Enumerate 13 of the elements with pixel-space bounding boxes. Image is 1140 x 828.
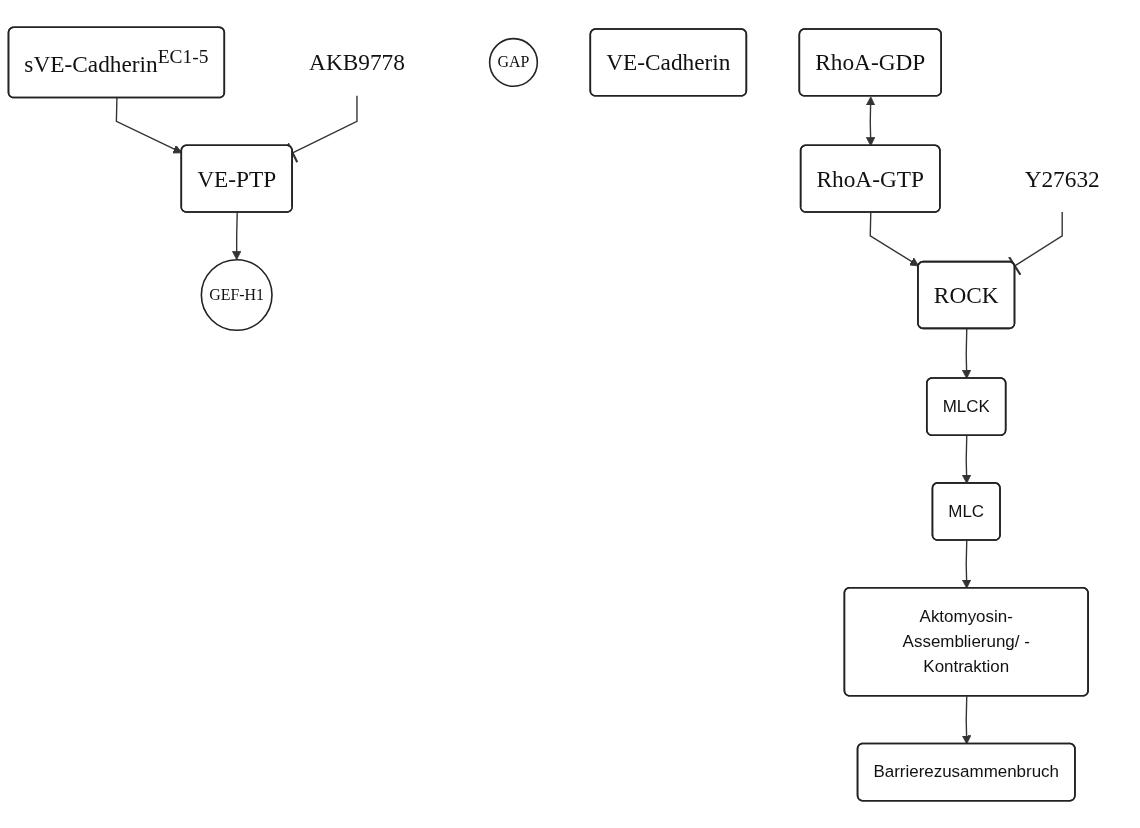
arrow [232,211,242,261]
connector [286,95,358,164]
node-circle: GEF-H1 [200,258,273,332]
node-circle: GAP [488,37,539,88]
arrow [961,539,972,589]
arrow [865,96,876,147]
arrow [869,211,920,267]
arrow [961,695,972,745]
node-text: Y27632 [1024,165,1100,192]
connector [1008,211,1063,276]
node-text: AKB9778 [309,49,405,76]
arrow [961,328,972,379]
arrow [961,435,972,484]
